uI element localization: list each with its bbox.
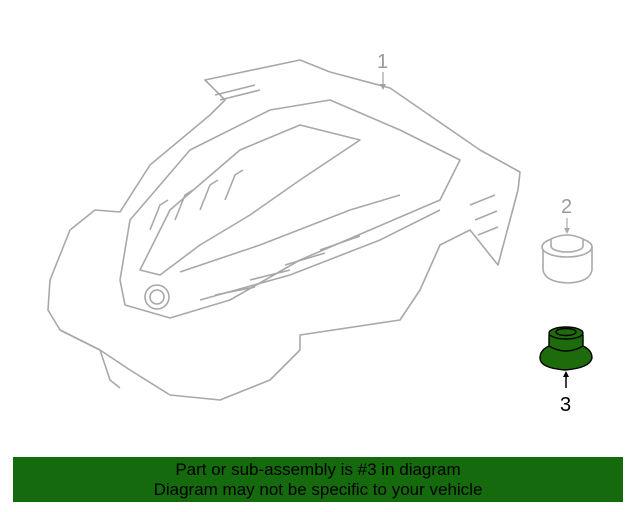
parts-diagram xyxy=(47,59,593,401)
callout-label-2: 2 xyxy=(561,196,573,218)
banner-line-part-number: Part or sub-assembly is #3 in diagram xyxy=(175,460,461,479)
grommet-part-2[interactable] xyxy=(541,218,593,284)
info-banner: Part or sub-assembly is #3 in diagram Di… xyxy=(13,457,623,502)
grommet-part-3[interactable] xyxy=(539,326,593,388)
callout-1 xyxy=(380,72,386,90)
banner-line-disclaimer: Diagram may not be specific to your vehi… xyxy=(153,480,483,499)
callout-label-3: 3 xyxy=(560,394,572,416)
callout-label-1: 1 xyxy=(377,51,389,73)
engine-cover-part-1[interactable] xyxy=(47,59,521,401)
